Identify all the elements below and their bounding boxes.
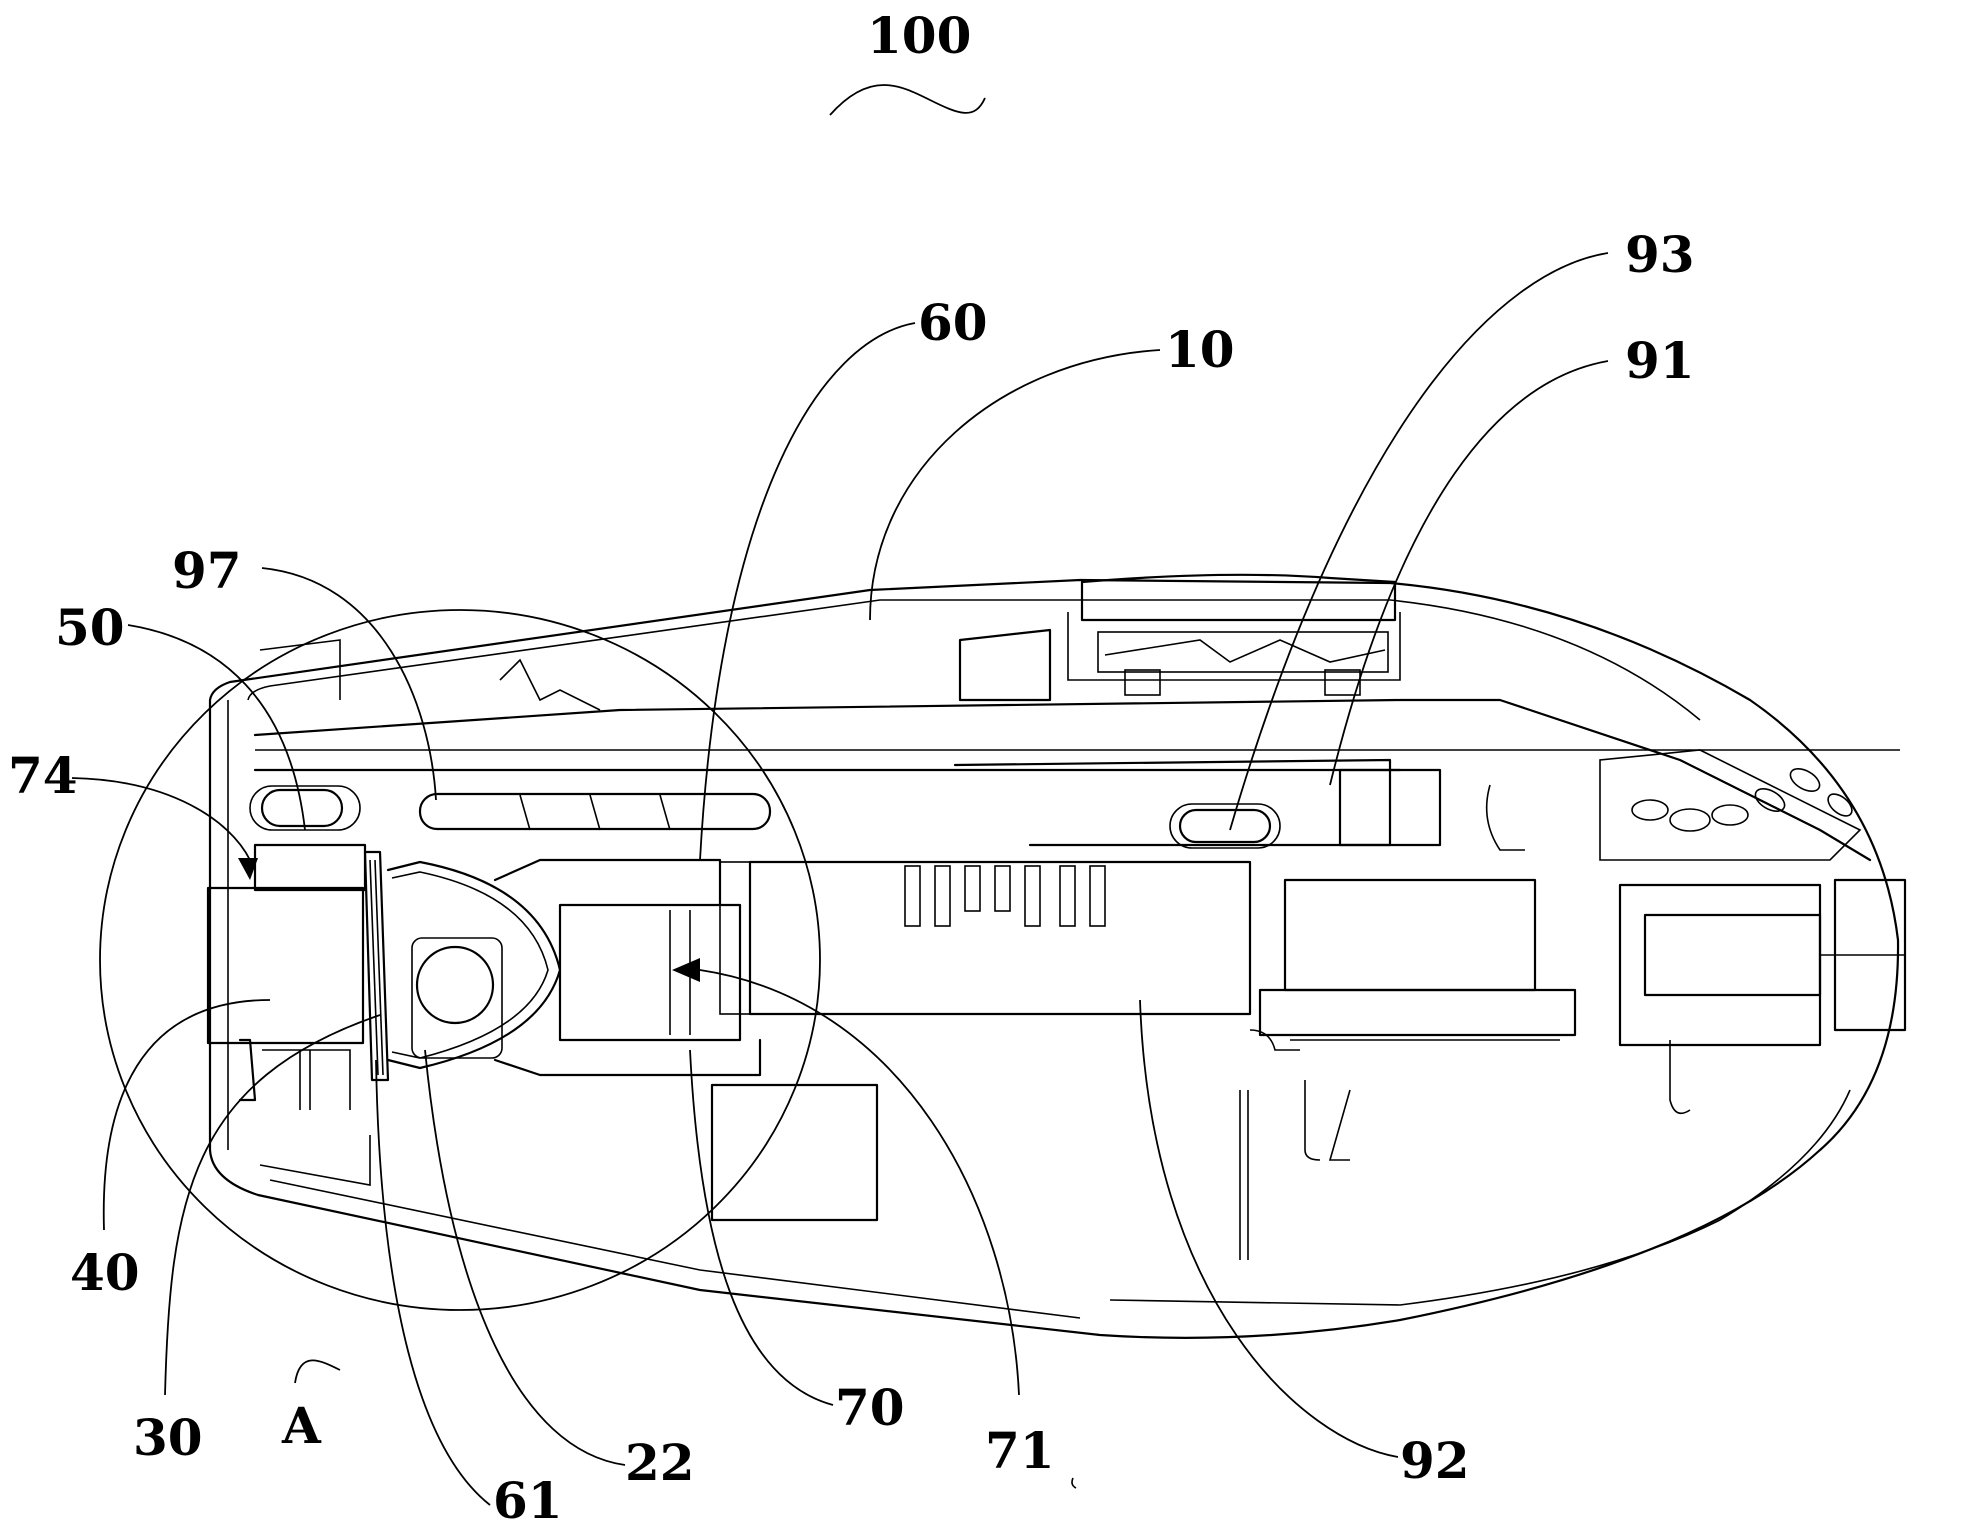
label-30: 30: [133, 1408, 203, 1467]
leader-50: [127, 624, 306, 831]
blade-cup: [386, 860, 562, 1070]
label-97: 97: [172, 541, 242, 600]
leader-74: [71, 777, 251, 861]
blade-plate: [363, 850, 390, 1082]
motor: [1249, 878, 1577, 1051]
leader-70: [689, 1049, 834, 1406]
leader-61: [375, 1059, 491, 1506]
assembly-wave-indicator: [829, 84, 986, 116]
reference-labels: 100 93 91 60 10 97 50 74 40 30 A 61 22 7…: [8, 6, 1695, 1530]
label-A: A: [281, 1396, 322, 1455]
leader-92: [1139, 999, 1399, 1458]
label-50: 50: [55, 598, 125, 657]
leader-22: [424, 1049, 626, 1466]
label-10: 10: [1165, 320, 1235, 379]
front-nozzle-block: [206, 843, 367, 1045]
inner-chassis: [253, 628, 1900, 862]
label-22: 22: [625, 1433, 695, 1492]
outer-housing: [208, 578, 1900, 1339]
coil-teeth: [904, 865, 1106, 927]
label-60: 60: [918, 293, 988, 352]
leader-10: [869, 349, 1161, 621]
label-93: 93: [1625, 225, 1695, 284]
label-92: 92: [1400, 1431, 1470, 1490]
label-70: 70: [835, 1378, 905, 1437]
slots: [249, 785, 1281, 849]
detail-circle-a: [99, 609, 821, 1311]
leader-93: [1229, 252, 1609, 831]
rear-bushing: [1618, 878, 1907, 1047]
stray-mark: [1071, 1477, 1077, 1489]
leader-91: [1329, 360, 1609, 786]
leader-lines: [71, 252, 1609, 1506]
leader-A: [294, 1359, 341, 1384]
label-91: 91: [1625, 331, 1695, 390]
label-assembly-100: 100: [867, 6, 971, 65]
top-button-cap: [1067, 573, 1401, 696]
label-71: 71: [985, 1421, 1055, 1480]
rear-grille: [1485, 749, 1862, 861]
label-40: 40: [70, 1243, 140, 1302]
label-61: 61: [493, 1471, 563, 1530]
component-91-block: [1338, 768, 1442, 847]
leader-71: [699, 969, 1020, 1396]
leader-60: [699, 322, 916, 861]
leader-40: [102, 999, 271, 1231]
lower-base: [238, 1038, 1691, 1260]
label-74: 74: [8, 746, 78, 805]
motor-coil: [719, 860, 1252, 1016]
leader-97: [261, 567, 437, 801]
leader-30: [164, 1014, 381, 1396]
